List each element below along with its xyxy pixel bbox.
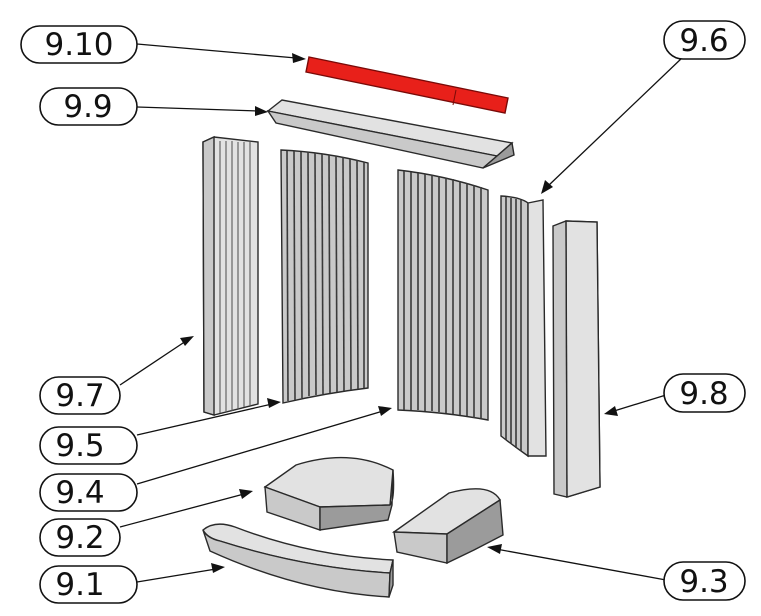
part-9-8-right-side-brick	[552, 220, 601, 498]
part-9-4-ribbed-panel	[397, 169, 489, 421]
callout-9-7: 9.7	[39, 376, 121, 415]
callout-label-9-3: 9.3	[679, 564, 728, 600]
part-9-10-highlighted-strip	[305, 56, 509, 114]
part-9-3-base-block	[391, 488, 504, 565]
callout-label-9-10: 9.10	[44, 27, 113, 63]
callout-label-9-8: 9.8	[679, 376, 728, 412]
part-9-9-top-plate	[266, 99, 515, 169]
callout-9-1: 9.1	[39, 565, 138, 604]
callout-label-9-7: 9.7	[55, 378, 104, 414]
callout-label-9-1: 9.1	[55, 567, 104, 603]
part-9-5-ribbed-panel	[280, 149, 369, 404]
part-9-10-face	[305, 56, 509, 114]
callout-9-8: 9.8	[663, 373, 746, 413]
callout-9-5: 9.5	[39, 426, 138, 465]
part-9-2-base-block	[263, 456, 395, 531]
callout-9-9: 9.9	[39, 87, 138, 126]
callout-9-10: 9.10	[20, 25, 138, 64]
part-9-1-curved-sill	[202, 523, 394, 598]
callout-label-9-6: 9.6	[679, 23, 728, 59]
callout-9-2: 9.2	[39, 518, 121, 557]
callout-9-4: 9.4	[39, 473, 138, 512]
callout-label-9-5: 9.5	[55, 428, 104, 464]
part-9-6-narrow-ribbed-brick	[500, 195, 547, 458]
callout-label-9-4: 9.4	[55, 475, 104, 511]
callout-9-3: 9.3	[663, 561, 746, 601]
callout-label-9-2: 9.2	[55, 520, 104, 556]
part-9-7-left-side-brick	[202, 135, 259, 416]
callout-label-9-9: 9.9	[63, 89, 112, 125]
leader-lines	[119, 43, 684, 583]
callout-9-6: 9.6	[663, 20, 746, 60]
